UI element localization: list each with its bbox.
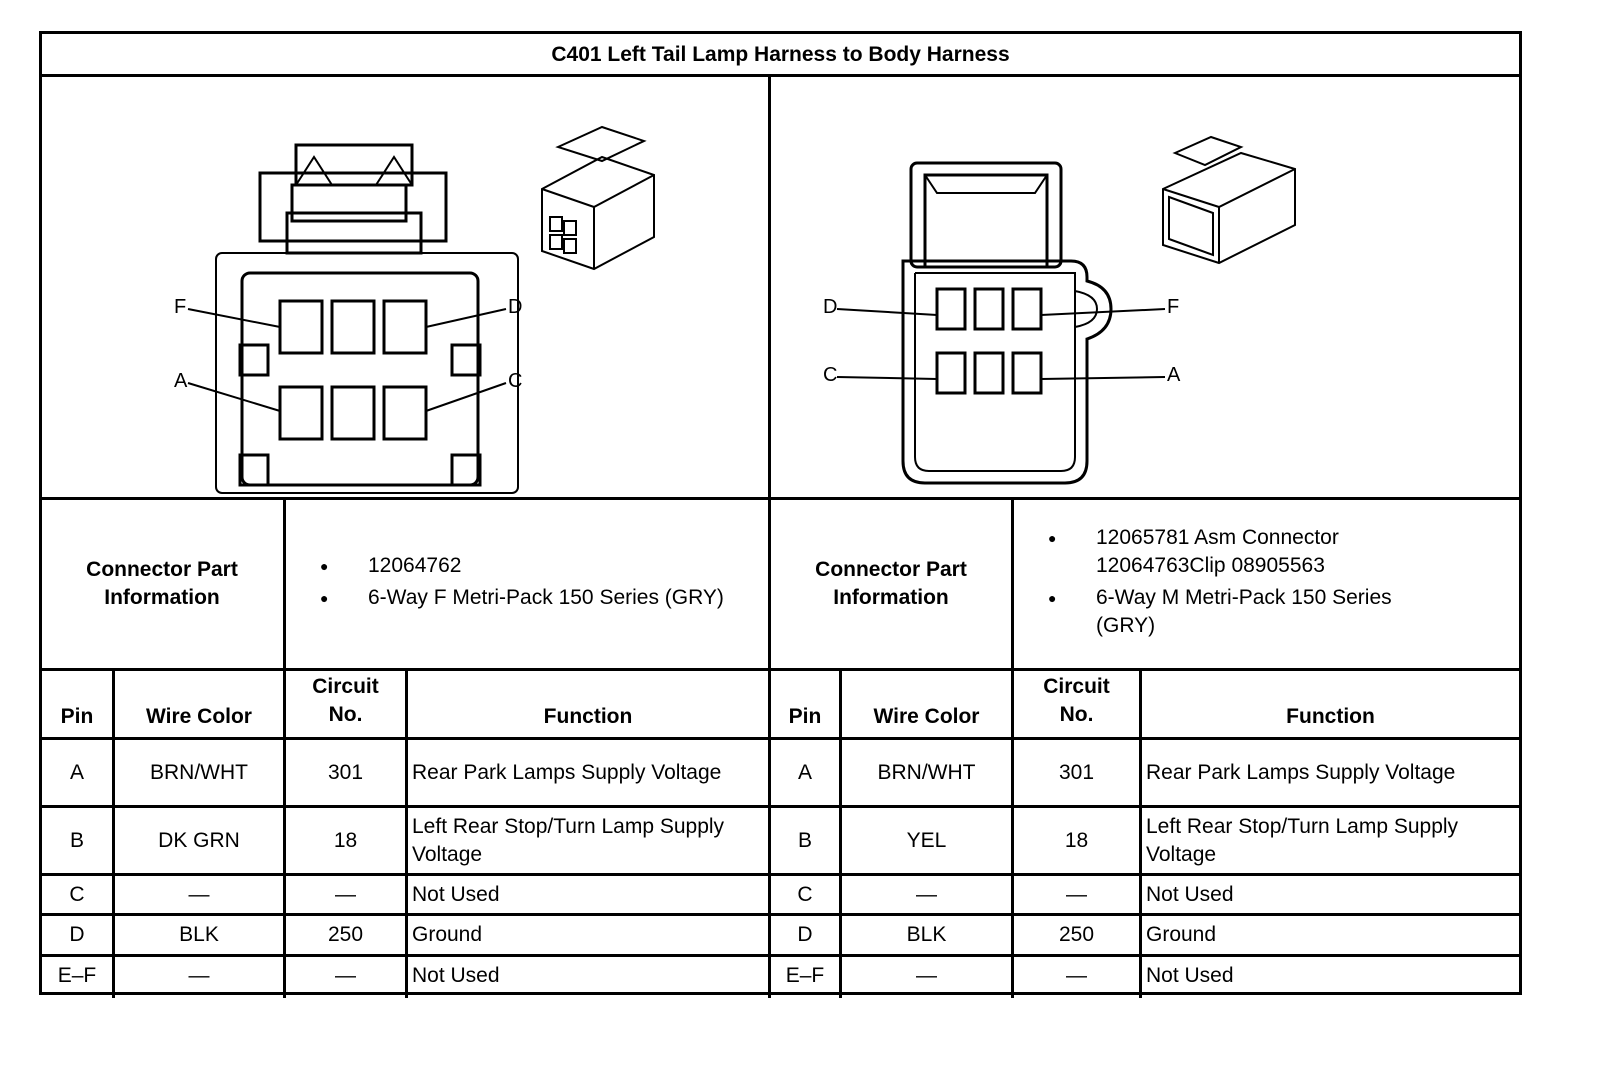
cell-wire-color: DK GRN (158, 828, 240, 852)
col-header-circuit: Circuit No. (1043, 675, 1110, 726)
cell-wire-color: YEL (906, 828, 947, 852)
cell-circuit: 18 (333, 828, 358, 852)
pin-label-a: A (1167, 364, 1181, 386)
cell-circuit: 250 (327, 923, 364, 946)
cell-wire-color: BRN/WHT (150, 760, 248, 784)
connector-sheet: C401 Left Tail Lamp Harness to Body Harn… (39, 31, 1522, 998)
cell-wire-color: BRN/WHT (877, 760, 976, 784)
divider (1011, 500, 1014, 998)
female-connector-isometric-icon (541, 125, 655, 271)
cpi-info: 12064762 6-Way F Metri-Pack 150 Series (… (286, 500, 768, 668)
divider (42, 668, 1519, 671)
cell-wire-color: — (916, 882, 937, 906)
cell-wire-color: — (188, 882, 210, 906)
cell-pin: E–F (785, 964, 825, 987)
cell-pin: C (69, 882, 85, 906)
cell-circuit: 301 (327, 760, 364, 784)
cpi-label: Connector Part Information (86, 558, 238, 609)
col-header-pin: Pin (60, 705, 94, 728)
cell-pin: E–F (57, 964, 97, 987)
cell-circuit: — (335, 964, 356, 987)
col-header-circuit: Circuit No. (312, 675, 379, 726)
cell-wire-color: — (188, 964, 210, 987)
cell-function: Not Used (412, 882, 500, 906)
col-header-function: Function (1286, 705, 1375, 728)
cell-function: Rear Park Lamps Supply Voltage (412, 760, 722, 784)
pin-label-d: D (823, 296, 837, 318)
pin-label-c: C (823, 364, 837, 386)
cell-wire-color: BLK (906, 923, 947, 946)
cell-pin: A (69, 760, 84, 784)
cpi-info: 12065781 Asm Connector 12064763Clip 0890… (1014, 500, 1519, 668)
cell-circuit: 301 (1058, 760, 1095, 784)
male-connector-isometric-icon (1162, 135, 1296, 265)
col-header-wire-color: Wire Color (146, 705, 252, 728)
divider (768, 77, 771, 998)
part-info-item: 12065781 Asm Connector 12064763Clip 0890… (1014, 524, 1454, 580)
cell-circuit: — (1066, 882, 1087, 906)
sheet-title: C401 Left Tail Lamp Harness to Body Harn… (551, 43, 1010, 66)
col-header-function: Function (543, 705, 633, 728)
divider (42, 74, 1519, 77)
cell-function: Not Used (1146, 882, 1234, 906)
cell-function: Left Rear Stop/Turn Lamp Supply Voltage (1146, 814, 1459, 866)
pin-label-a: A (174, 370, 188, 392)
cell-function: Ground (1146, 923, 1217, 946)
female-connector-diagram: F D A C (174, 125, 655, 494)
male-connector-diagram: D F C A (823, 135, 1296, 485)
cell-circuit: 18 (1064, 828, 1089, 852)
pin-label-f: F (174, 296, 186, 318)
cell-wire-color: — (916, 964, 937, 987)
divider (42, 497, 1519, 500)
cpi-label: Connector Part Information (815, 558, 967, 609)
part-info-item: 12064762 (286, 552, 726, 580)
cell-wire-color: BLK (179, 923, 219, 946)
pin-label-c: C (508, 370, 522, 392)
col-header-pin: Pin (788, 705, 822, 728)
divider (283, 500, 286, 998)
cell-function: Ground (412, 923, 483, 946)
cell-circuit: 250 (1058, 923, 1095, 946)
cell-function: Left Rear Stop/Turn Lamp Supply Voltage (412, 814, 725, 866)
cell-circuit: — (1066, 964, 1087, 987)
cell-circuit: — (335, 882, 356, 906)
cell-pin: B (69, 828, 84, 852)
cell-pin: A (797, 760, 812, 784)
cell-function: Not Used (412, 964, 500, 987)
cell-pin: B (797, 828, 812, 852)
cell-pin: D (797, 923, 813, 946)
part-info-item: 6-Way M Metri-Pack 150 Series (GRY) (1014, 584, 1454, 640)
cell-function: Rear Park Lamps Supply Voltage (1146, 760, 1456, 784)
cell-pin: D (69, 923, 85, 946)
cell-function: Not Used (1146, 964, 1234, 987)
part-info-item: 6-Way F Metri-Pack 150 Series (GRY) (286, 584, 726, 612)
pin-label-d: D (508, 296, 522, 318)
pin-label-f: F (1167, 296, 1179, 318)
cell-pin: C (797, 882, 813, 906)
col-header-wire-color: Wire Color (873, 705, 980, 728)
